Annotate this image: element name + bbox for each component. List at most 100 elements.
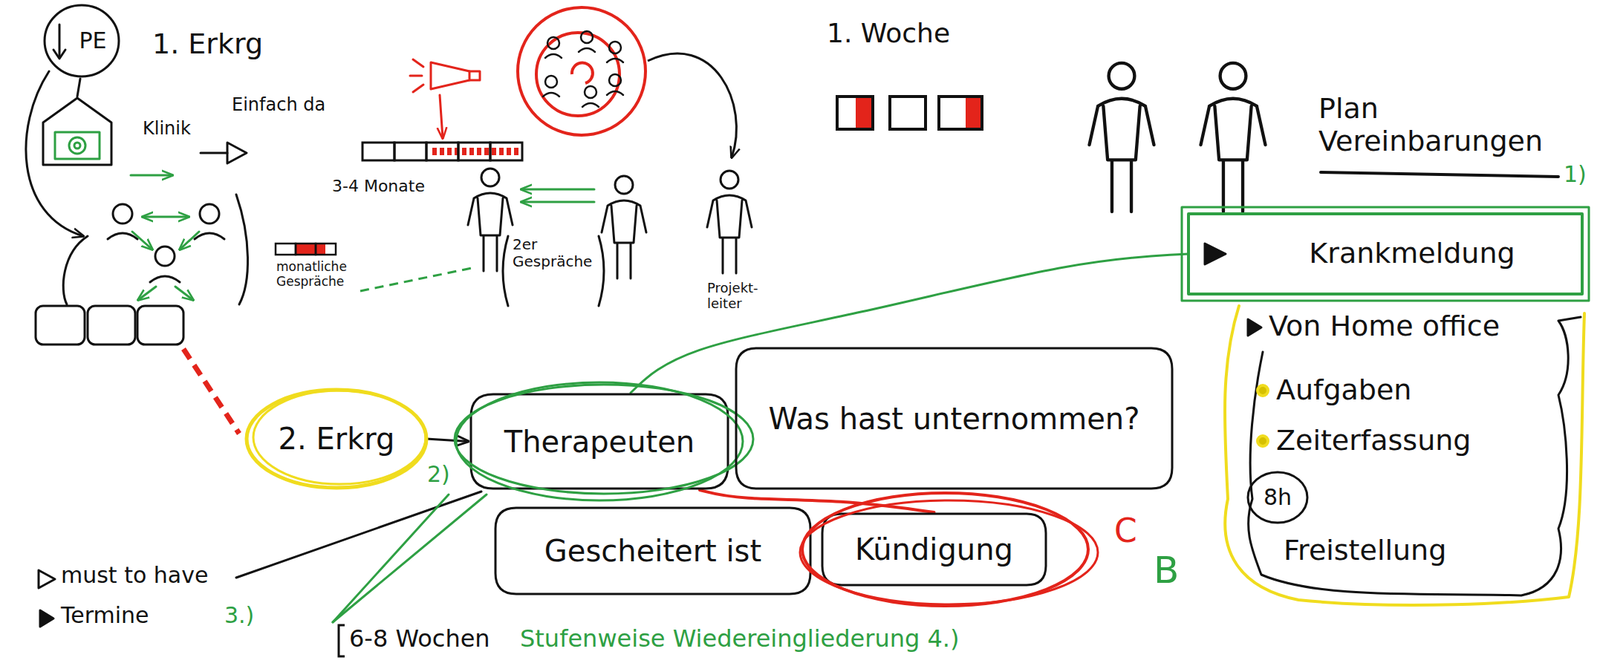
note-label: Einfach da xyxy=(231,95,326,116)
bullet-label: must to have xyxy=(60,563,208,590)
flow-arrow xyxy=(647,53,737,158)
question-box-stroke xyxy=(736,348,1173,489)
clinic-house xyxy=(69,137,86,154)
team-members xyxy=(606,58,624,63)
megaphone-icon xyxy=(410,59,424,93)
week-squares xyxy=(965,98,982,128)
flow-arrow xyxy=(227,142,247,164)
agreement-blob: Von Home officeAufgabenZeiterfassungFrei… xyxy=(1209,306,1588,604)
bullet-symbols xyxy=(38,570,55,589)
monthly-bar xyxy=(295,244,326,255)
exchange-arrows xyxy=(138,286,156,301)
role-label: Projekt- leiter xyxy=(707,280,759,312)
question-box: Was hast unternommen? xyxy=(734,346,1174,491)
bullet-box-stroke xyxy=(1204,243,1226,265)
team-members xyxy=(545,75,558,88)
team-members xyxy=(609,41,621,54)
node-text: Aufgaben xyxy=(1276,374,1412,408)
green-wedge xyxy=(332,494,487,623)
monthly-bar xyxy=(315,243,336,255)
event-ellipse-stroke xyxy=(246,389,427,489)
place-label: Klinik xyxy=(142,118,191,140)
exchange-arrows xyxy=(132,216,200,301)
timeline-bar xyxy=(490,142,523,161)
team-members xyxy=(547,37,560,50)
meeting-figures xyxy=(1089,63,1155,212)
megaphone-icon xyxy=(469,71,480,81)
green-wedge xyxy=(332,494,487,623)
monthly-bar xyxy=(275,243,336,255)
megaphone-icon xyxy=(410,59,480,139)
node-text: Von Home office xyxy=(1268,310,1500,344)
week-squares xyxy=(938,96,982,130)
pe-circle-stroke xyxy=(53,49,66,59)
team-figures xyxy=(236,194,249,305)
week-squares xyxy=(837,96,982,130)
exchange-arrows xyxy=(132,231,153,250)
note-label: 2er Gespräche xyxy=(512,236,593,271)
team-figures xyxy=(63,236,88,305)
node-text: Therapeuten xyxy=(504,424,695,460)
connector xyxy=(630,254,1189,393)
clinic-house xyxy=(74,142,81,149)
heading-label: 1. Erkrg xyxy=(152,28,263,61)
person-figures xyxy=(467,168,752,279)
agreement-blob-stroke xyxy=(1224,306,1585,606)
event-ellipse: 2. Erkrg xyxy=(244,387,429,491)
team-figures xyxy=(150,276,180,283)
agreement-blob-stroke xyxy=(1248,317,1581,596)
clinic-house xyxy=(43,98,112,165)
parenthesis xyxy=(502,236,509,307)
team-figures xyxy=(107,233,138,240)
outcome-box: Gescheitert ist xyxy=(493,506,812,596)
timeline-bar xyxy=(458,142,491,161)
phase-label: Stufenweise Wiedereingliederung 4.) xyxy=(519,625,959,653)
hours-circle: 8h xyxy=(1246,470,1309,525)
process-box-stroke xyxy=(454,384,754,494)
agreement-blob-stroke xyxy=(1247,319,1262,336)
team-figures xyxy=(35,306,85,345)
talk-arrows xyxy=(521,201,595,204)
relapse-dashed-line xyxy=(183,349,240,434)
team-members xyxy=(542,92,560,97)
callout-letter: C xyxy=(1114,512,1138,551)
node-text: Was hast unternommen? xyxy=(768,401,1141,437)
bullet-symbols xyxy=(40,610,54,627)
megaphone-icon xyxy=(439,95,443,139)
parenthesis xyxy=(598,236,604,307)
bracket xyxy=(338,625,345,657)
megaphone-icon xyxy=(430,62,470,90)
team-figures xyxy=(87,306,136,345)
agreement-blob-stroke xyxy=(1257,385,1268,396)
meeting-figures xyxy=(1201,63,1266,212)
process-box: Therapeuten xyxy=(469,392,730,491)
team-members xyxy=(545,54,562,58)
agreement-blob-stroke xyxy=(1257,436,1268,447)
team-members xyxy=(542,31,624,107)
person-figures xyxy=(467,168,513,272)
green-wedge xyxy=(332,494,449,623)
team-figures xyxy=(194,233,225,240)
team-figures xyxy=(112,204,133,224)
node-text: Gescheitert ist xyxy=(544,534,762,569)
outcome-box: Kündigung xyxy=(820,512,1048,587)
flow-arrow xyxy=(200,152,228,155)
timeline-bar xyxy=(394,142,427,161)
team-members xyxy=(606,91,624,96)
outcome-box-stroke xyxy=(822,514,1046,586)
team-members xyxy=(582,103,599,107)
heading-label: 1. Woche xyxy=(826,17,951,49)
team-circle xyxy=(571,63,593,84)
node-text: Freistellung xyxy=(1283,534,1447,568)
bullet-box: Krankmeldung xyxy=(1188,213,1583,295)
week-squares xyxy=(889,96,926,130)
monthly-bar xyxy=(275,243,296,255)
node-text: 2. Erkrg xyxy=(278,421,396,457)
week-squares xyxy=(855,98,872,128)
timeline-bar xyxy=(426,142,459,161)
team-circle xyxy=(536,32,620,116)
team-circle xyxy=(517,7,646,136)
pe-circle-stroke xyxy=(44,5,119,77)
outcome-box-stroke xyxy=(495,508,811,595)
team-figures xyxy=(199,204,220,224)
